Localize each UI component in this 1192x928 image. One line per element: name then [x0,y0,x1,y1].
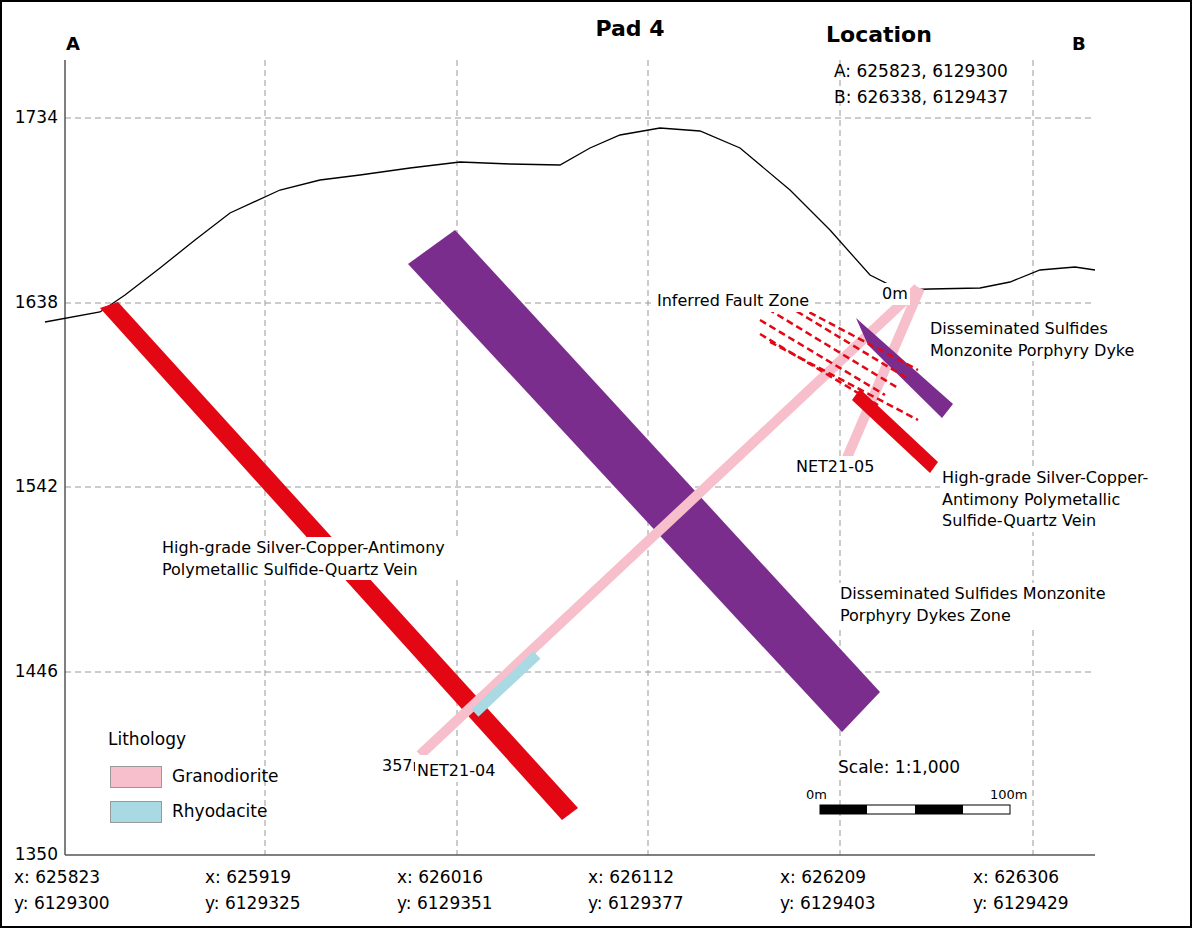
axes [65,60,1095,855]
scale-tick: 100m [990,786,1027,804]
northing: y: 6129300 [14,892,110,915]
legend-swatch [110,766,162,788]
point-label: B [1072,32,1086,56]
scale-label: Scale: 1:1,000 [836,756,962,779]
easting: x: 626209 [780,866,866,889]
hole-label: NET21-05 [794,456,876,478]
depth-label: 0m [880,283,910,305]
northing: y: 6129403 [780,892,876,915]
easting: x: 625919 [205,866,291,889]
grid [65,60,1095,855]
northing: y: 6129351 [397,892,493,915]
heading: Location [826,20,932,50]
elevation-tick: 1542 [6,475,58,498]
title: Pad 4 [530,14,730,44]
easting: x: 626016 [397,866,483,889]
northing: y: 6129377 [588,892,684,915]
scale-tick: 0m [806,786,827,804]
point-label: A [66,32,80,56]
easting: x: 625823 [14,866,100,889]
legend-text: Granodiorite [172,765,279,788]
elevation-tick: 1734 [6,106,58,129]
elevation-tick: 1638 [6,291,58,314]
elevation-tick: 1350 [6,843,58,866]
rhyodacite-interval [475,655,537,713]
dyke-zone [408,230,880,732]
vein [100,302,578,820]
northing: y: 6129429 [973,892,1069,915]
scale-bar [820,805,1010,814]
coordinate: A: 625823, 6129300 [834,60,1008,83]
vein-label: High-grade Silver-Copper-Antimony Polyme… [160,537,494,580]
easting: x: 626306 [973,866,1059,889]
northing: y: 6129325 [205,892,301,915]
elevation-tick: 1446 [6,660,58,683]
fault-zone [760,300,918,420]
hole-label: NET21-04 [415,760,497,782]
vein-label: High-grade Silver-Copper-Antimony Polyme… [940,467,1184,532]
legend-heading: Lithology [108,728,186,751]
coordinate: B: 626338, 6129437 [834,86,1008,109]
dyke-zone-label: Disseminated Sulfides Monzonite Porphyry… [838,583,1162,626]
legend-swatch [110,801,162,823]
easting: x: 626112 [588,866,674,889]
fault-label: Inferred Fault Zone [655,290,811,312]
drillhole [420,288,918,755]
legend-text: Rhyodacite [172,800,267,823]
dyke-label: Disseminated Sulfides Monzonite Porphyry… [928,318,1162,361]
topography [45,128,1095,322]
